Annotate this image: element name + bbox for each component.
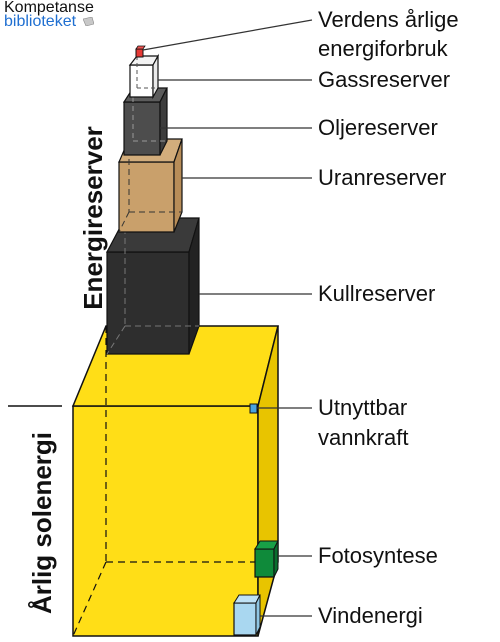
wind-cube xyxy=(233,594,261,636)
photosynthesis-cube xyxy=(254,540,279,578)
logo-mark-icon xyxy=(83,17,94,26)
label-annual-consumption-line1: Verdens årlige xyxy=(318,7,459,32)
side-label-solar: Årlig solenergi xyxy=(27,431,57,615)
logo-text-bottom: biblioteket xyxy=(4,13,77,30)
solar-cube xyxy=(71,325,279,637)
label-hydro-line1: Utnyttbar xyxy=(318,395,408,420)
leader-consumption xyxy=(142,19,313,51)
label-gas: Gassreserver xyxy=(318,67,451,92)
label-coal: Kullreserver xyxy=(318,281,436,306)
label-photosynthesis: Fotosyntese xyxy=(318,543,438,568)
leader-lines xyxy=(142,19,313,617)
coal-cube xyxy=(106,217,200,355)
hydro-cube xyxy=(249,403,258,414)
label-oil: Oljereserver xyxy=(318,115,438,140)
label-uranium: Uranreserver xyxy=(318,165,447,190)
gas-cube xyxy=(128,53,160,100)
side-label-reserves: Energireserver xyxy=(78,126,108,310)
label-wind: Vindenergi xyxy=(318,603,423,628)
label-annual-consumption-line2: energiforbruk xyxy=(318,36,448,61)
consumption-cube xyxy=(135,45,146,58)
logo-text-top: Kompetanse xyxy=(4,0,94,16)
label-hydro-line2: vannkraft xyxy=(318,425,409,450)
oil-cube xyxy=(122,87,168,156)
